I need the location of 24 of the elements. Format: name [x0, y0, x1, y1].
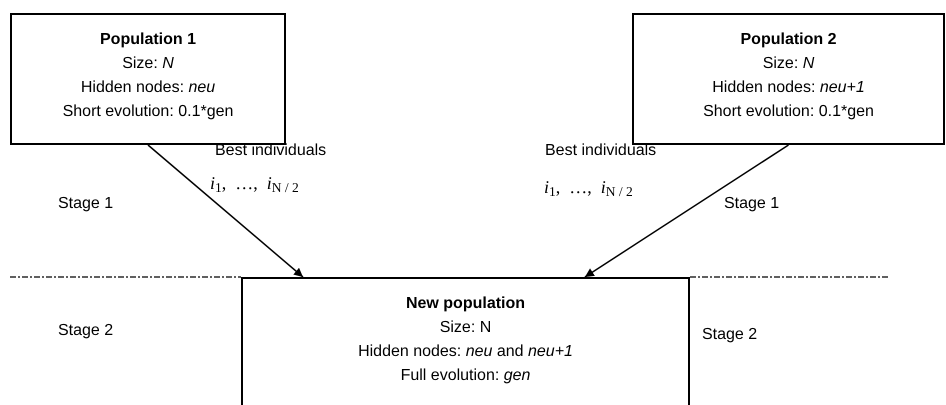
stage-label: Stage 1	[58, 194, 114, 214]
box-text: Short evolution: 0.1*gen	[62, 102, 234, 122]
population-box	[10, 13, 286, 145]
box-text: Size: N	[762, 54, 814, 74]
box-title: Population 2	[740, 30, 836, 50]
index-formula: i$_{1}$, …, i$_{N / 2}$	[544, 176, 633, 198]
box-text: Hidden nodes: neu+1	[712, 78, 865, 98]
population-box	[241, 277, 690, 405]
box-text: Hidden nodes: neu and neu+1	[358, 342, 573, 362]
box-title: Population 1	[100, 30, 196, 50]
box-text: Short evolution: 0.1*gen	[703, 102, 874, 122]
stage-label: Stage 2	[702, 325, 758, 345]
arrow	[584, 144, 789, 278]
box-text: Size: N	[440, 318, 492, 338]
population-box	[632, 13, 945, 145]
index-formula: i$_{1}$, …, i$_{N / 2}$	[210, 172, 299, 194]
stage-label: Stage 2	[58, 321, 114, 341]
stage-label: Stage 1	[724, 194, 780, 214]
box-text: Size: N	[122, 54, 174, 74]
arrow	[148, 144, 304, 278]
box-text: Full evolution: gen	[400, 366, 530, 386]
edge-label: Best individuals	[545, 141, 656, 161]
box-text: Hidden nodes: neu	[80, 78, 216, 98]
box-title: New population	[406, 294, 526, 314]
